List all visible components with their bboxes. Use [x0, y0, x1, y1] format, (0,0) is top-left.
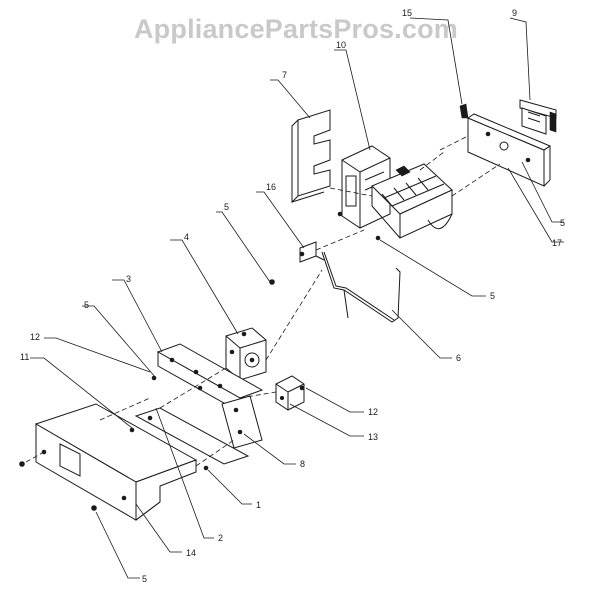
callout-4: 4	[184, 232, 189, 242]
part-4-motor	[225, 327, 267, 381]
callout-5-e: 5	[142, 574, 147, 584]
part-16-clip	[299, 241, 325, 263]
callout-14: 14	[186, 548, 196, 558]
callout-8: 8	[300, 459, 305, 469]
watermark-text: AppliancePartsPros.com	[133, 14, 458, 44]
part-3-control-bracket	[156, 343, 264, 413]
part-7-shield	[291, 109, 331, 204]
callout-7: 7	[282, 70, 287, 80]
callout-12-a: 12	[30, 332, 40, 342]
callout-3: 3	[126, 274, 131, 284]
part-10-ice-maker	[337, 145, 453, 241]
callout-10: 10	[336, 40, 346, 50]
callout-15: 15	[402, 8, 412, 18]
callout-5-b: 5	[560, 218, 565, 228]
callout-11: 11	[20, 352, 29, 362]
part-6-wire-harness	[321, 251, 401, 323]
part-17-mounting-plate	[459, 103, 552, 187]
callout-9: 9	[512, 8, 517, 18]
callout-16: 16	[266, 182, 276, 192]
callout-1: 1	[256, 500, 261, 510]
callout-5-c: 5	[490, 291, 495, 301]
callout-12-b: 12	[368, 407, 378, 417]
callout-17: 17	[552, 238, 562, 248]
callout-5-d: 5	[84, 300, 89, 310]
callout-13: 13	[368, 432, 378, 442]
assembly-lines	[25, 135, 501, 467]
callout-labels: 15 9 10 7 16 5 5 17 4 3 5 5 12 11 6 12 1…	[20, 8, 565, 584]
leader-lines	[30, 17, 564, 579]
part-13-small-box	[275, 375, 305, 411]
callout-6: 6	[456, 353, 461, 363]
callout-5-a: 5	[224, 202, 229, 212]
fasteners	[19, 279, 305, 511]
callout-2: 2	[218, 533, 223, 543]
part-9-bracket	[519, 99, 557, 135]
